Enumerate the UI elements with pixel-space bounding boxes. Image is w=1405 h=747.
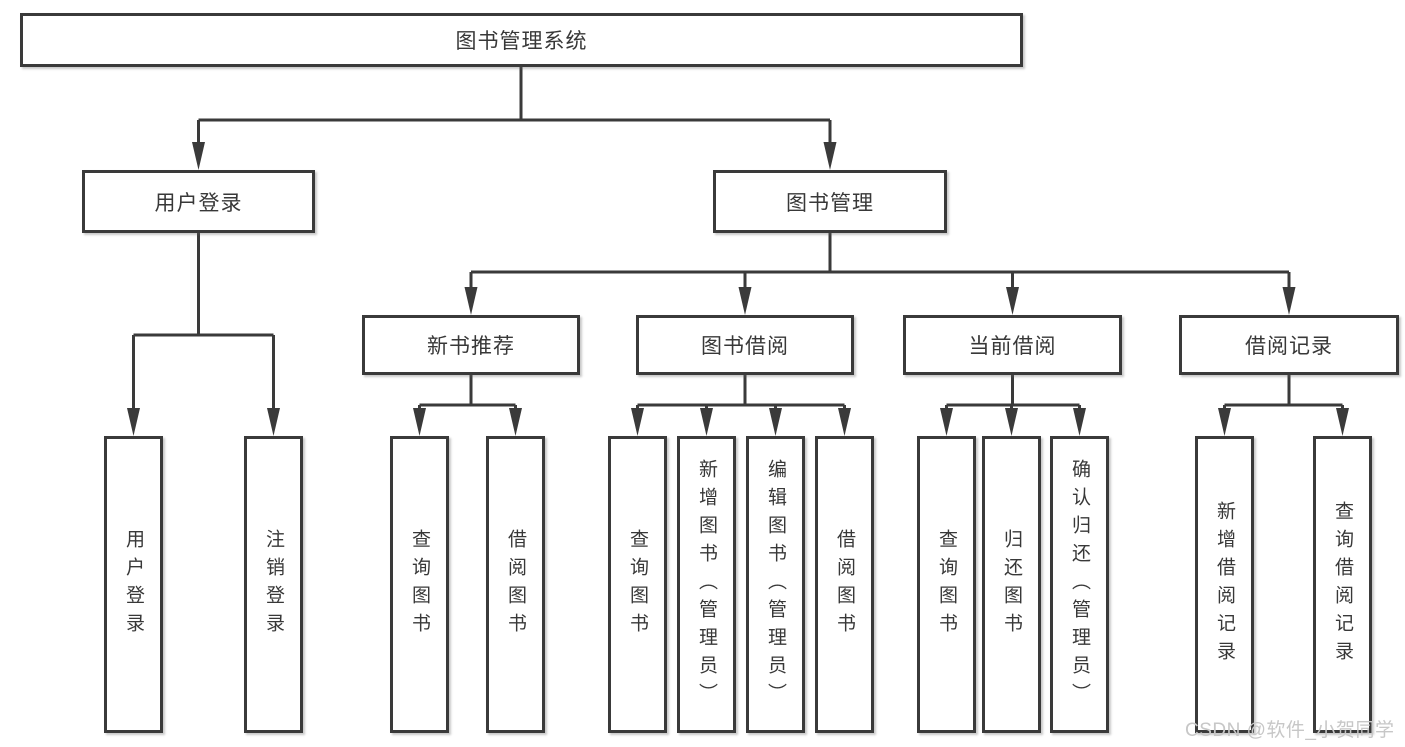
arrowheads-level2: [192, 142, 837, 170]
leaf-label: 查询图书: [409, 528, 430, 641]
node-book-management: 图书管理: [713, 170, 947, 233]
node-label: 新书推荐: [427, 335, 515, 358]
leaf-label: 查询图书: [627, 528, 648, 641]
node-borrowing-records: 借阅记录: [1179, 315, 1399, 375]
connector-currentborrow-to-leaves: [945, 375, 1081, 412]
leaf-label: 确认归还（管理员）: [1069, 458, 1090, 711]
connector-root-to-level2: [197, 67, 832, 146]
arrowheads-level3: [464, 287, 1296, 315]
leaf-query-books: 查询图书: [917, 436, 976, 733]
leaf-label: 借阅图书: [505, 528, 526, 641]
leaf-label: 用户登录: [123, 528, 144, 641]
node-current-borrowing: 当前借阅: [903, 315, 1122, 375]
node-label: 借阅记录: [1245, 335, 1333, 358]
leaf-label: 借阅图书: [834, 528, 855, 641]
leaf-label: 归还图书: [1001, 528, 1022, 641]
leaf-label: 注销登录: [263, 528, 284, 641]
arrowheads-leaves: [127, 408, 1349, 436]
connector-bookborrow-to-leaves: [636, 375, 846, 412]
node-label: 用户登录: [154, 191, 243, 215]
node-label: 图书借阅: [701, 335, 789, 358]
leaf-label: 编辑图书（管理员）: [765, 458, 786, 711]
csdn-watermark: CSDN @软件_小贺同学: [1185, 720, 1395, 741]
leaf-borrow-books: 借阅图书: [486, 436, 545, 733]
leaf-query-books: 查询图书: [608, 436, 667, 733]
node-label: 图书管理: [786, 191, 874, 215]
connector-borrowrecords-to-leaves: [1223, 375, 1344, 412]
connector-bookmgmt-to-level3: [469, 233, 1291, 291]
leaf-label: 查询图书: [936, 528, 957, 641]
leaf-borrow-books: 借阅图书: [815, 436, 874, 733]
node-library-management-system: 图书管理系统: [20, 13, 1023, 67]
leaf-label: 新增借阅记录: [1214, 500, 1235, 669]
node-label: 当前借阅: [968, 335, 1057, 358]
connector-userlogin-to-leaves: [132, 233, 275, 412]
leaf-edit-books-admin: 编辑图书（管理员）: [746, 436, 805, 733]
leaf-user-login: 用户登录: [104, 436, 163, 733]
node-book-borrowing: 图书借阅: [636, 315, 854, 375]
node-new-book-recommendation: 新书推荐: [362, 315, 580, 375]
leaf-logout: 注销登录: [244, 436, 303, 733]
leaf-label: 新增图书（管理员）: [696, 458, 717, 711]
leaf-add-books-admin: 新增图书（管理员）: [677, 436, 736, 733]
leaf-return-books: 归还图书: [982, 436, 1041, 733]
leaf-query-books: 查询图书: [390, 436, 449, 733]
leaf-confirm-return-admin: 确认归还（管理员）: [1050, 436, 1109, 733]
node-user-login: 用户登录: [82, 170, 315, 233]
leaf-query-borrow-record: 查询借阅记录: [1313, 436, 1372, 733]
node-label: 图书管理系统: [455, 30, 588, 53]
leaf-label: 查询借阅记录: [1332, 500, 1353, 669]
connector-newbooks-to-leaves: [418, 375, 517, 412]
leaf-add-borrow-record: 新增借阅记录: [1195, 436, 1254, 733]
